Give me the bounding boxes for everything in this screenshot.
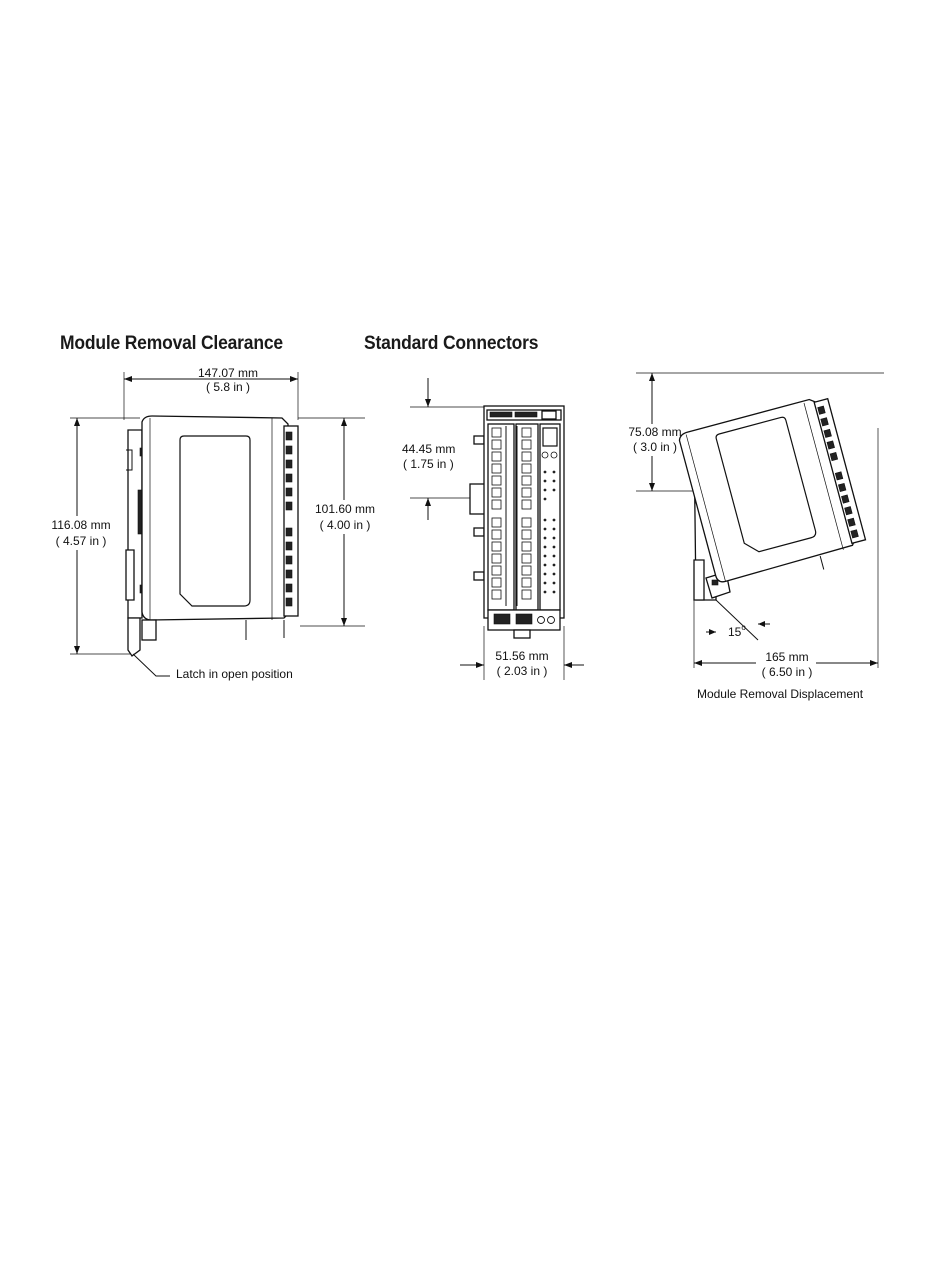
angle-label: 15o — [728, 623, 746, 639]
lift-mm-label: 75.08 mm — [628, 425, 681, 439]
side-view-module: 147.07 mm ( 5.8 in ) 116.08 mm ( 4.57 in… — [50, 366, 380, 681]
front-view-module: 44.45 mm ( 1.75 in ) — [402, 378, 584, 680]
module-removal-displacement-caption: Module Removal Displacement — [697, 687, 864, 701]
side-width-mm-label: 147.07 mm — [198, 366, 258, 380]
side-inner-height-mm-label: 101.60 mm — [315, 502, 375, 516]
front-pitch-in-label: ( 1.75 in ) — [403, 457, 454, 471]
removal-displacement-view: 75.08 mm ( 3.0 in ) — [624, 373, 884, 701]
side-height-in-label: ( 4.57 in ) — [56, 534, 107, 548]
lift-in-label: ( 3.0 in ) — [633, 440, 677, 454]
side-width-in-label: ( 5.8 in ) — [206, 380, 250, 394]
latch-open-label: Latch in open position — [176, 667, 293, 681]
front-width-mm-label: 51.56 mm — [495, 649, 548, 663]
displacement-width-mm-label: 165 mm — [765, 650, 808, 664]
front-width-in-label: ( 2.03 in ) — [497, 664, 548, 678]
front-pitch-mm-label: 44.45 mm — [402, 442, 455, 456]
displacement-width-in-label: ( 6.50 in ) — [762, 665, 813, 679]
side-height-mm-label: 116.08 mm — [51, 518, 110, 532]
side-inner-height-in-label: ( 4.00 in ) — [320, 518, 371, 532]
